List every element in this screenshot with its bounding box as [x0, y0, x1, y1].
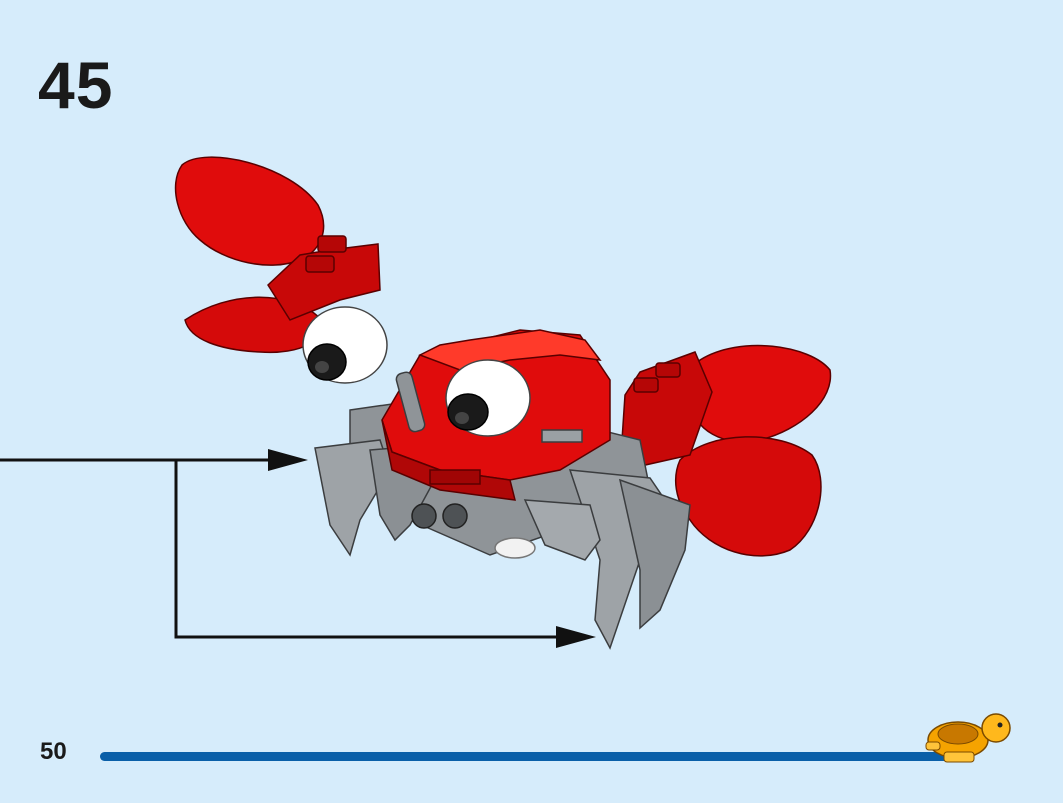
progress-bar [100, 752, 950, 761]
step-number: 45 [38, 48, 114, 122]
crab-model-icon [174, 156, 832, 650]
arrowhead-upper [268, 449, 308, 471]
turtle-mascot-icon [925, 713, 1011, 763]
placement-arrow-icon [0, 458, 560, 639]
page-number: 50 [40, 738, 67, 765]
progress-fill [100, 752, 950, 761]
arrowhead-lower [556, 626, 596, 648]
